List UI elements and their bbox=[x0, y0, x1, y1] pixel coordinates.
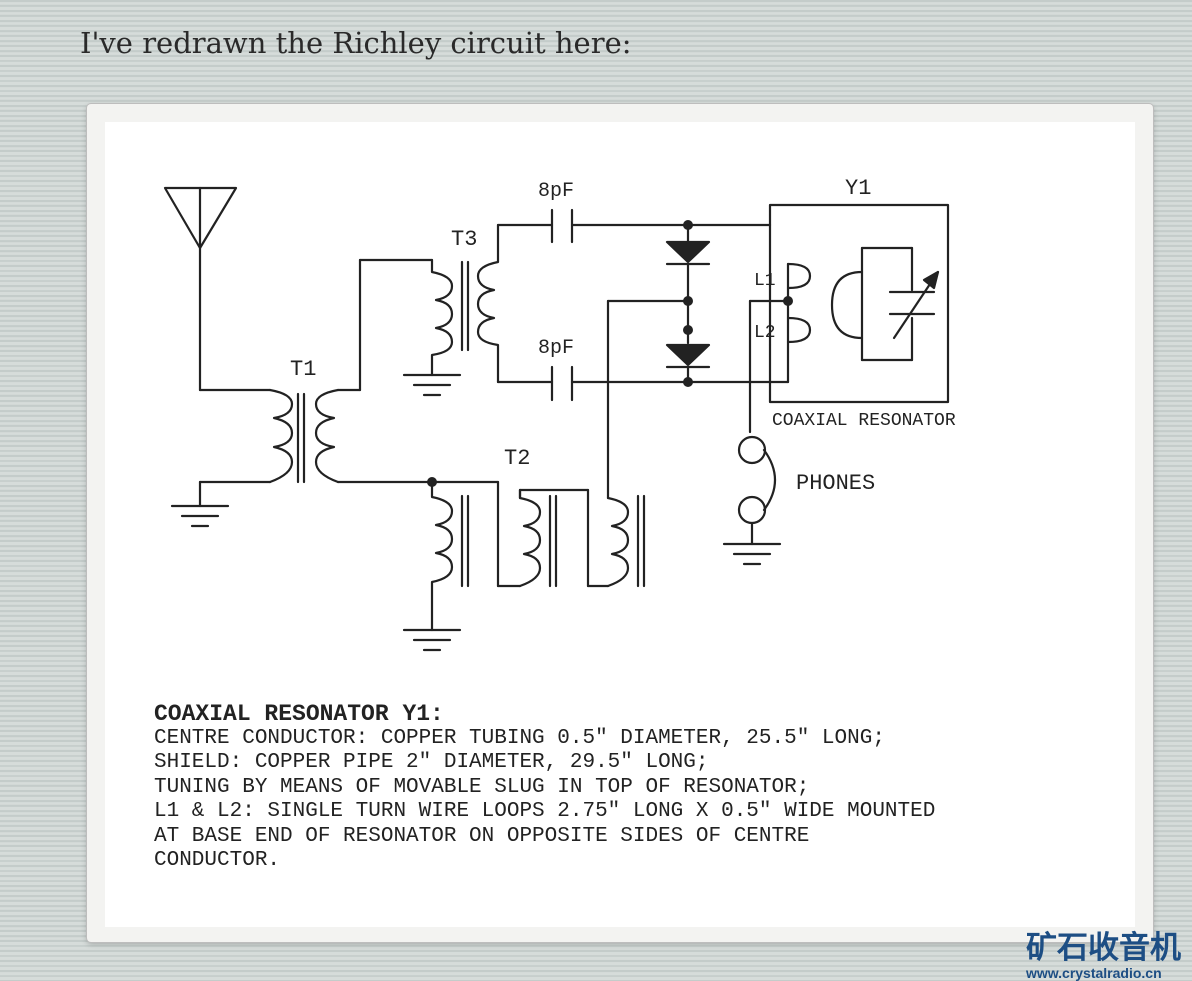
label-phones: PHONES bbox=[796, 471, 875, 496]
label-l2: L2 bbox=[754, 323, 776, 343]
capacitor-top bbox=[496, 208, 772, 244]
transformer-t2 bbox=[402, 480, 646, 652]
label-cap-top: 8pF bbox=[538, 180, 574, 203]
notes-line: CENTRE CONDUCTOR: COPPER TUBING 0.5" DIA… bbox=[154, 726, 885, 750]
notes-line: TUNING BY MEANS OF MOVABLE SLUG IN TOP O… bbox=[154, 775, 810, 799]
notes-line: AT BASE END OF RESONATOR ON OPPOSITE SID… bbox=[154, 824, 810, 848]
ground-symbol-left bbox=[170, 480, 272, 528]
site-watermark: 矿石收音机 www.crystalradio.cn bbox=[1026, 922, 1181, 981]
transformer-t1 bbox=[268, 258, 434, 484]
label-t3: T3 bbox=[451, 227, 477, 252]
notes-line: CONDUCTOR. bbox=[154, 849, 281, 872]
label-t1: T1 bbox=[290, 357, 316, 382]
watermark-name: 矿石收音机 bbox=[1026, 930, 1181, 966]
label-y1: Y1 bbox=[845, 176, 871, 201]
transformer-t3 bbox=[402, 223, 500, 397]
resonator-notes: COAXIAL RESONATOR Y1:CENTRE CONDUCTOR: C… bbox=[154, 702, 935, 874]
label-cap-bottom: 8pF bbox=[538, 337, 574, 360]
notes-line: L1 & L2: SINGLE TURN WIRE LOOPS 2.75" LO… bbox=[154, 800, 936, 823]
resonator-y1 bbox=[768, 203, 950, 404]
diode-lower bbox=[665, 343, 711, 384]
capacitor-bottom bbox=[496, 365, 790, 402]
notes-line: SHIELD: COPPER PIPE 2" DIAMETER, 29.5" L… bbox=[154, 751, 709, 774]
label-l1: L1 bbox=[754, 271, 776, 291]
label-t2: T2 bbox=[504, 446, 530, 471]
label-coaxial-resonator: COAXIAL RESONATOR bbox=[772, 411, 956, 431]
watermark-url: www.crystalradio.cn bbox=[1026, 965, 1162, 981]
antenna-symbol bbox=[163, 186, 272, 392]
intro-text: I've redrawn the Richley circuit here: bbox=[80, 26, 632, 60]
phones-symbol bbox=[722, 299, 790, 566]
junction-dots bbox=[427, 220, 793, 487]
notes-title: COAXIAL RESONATOR Y1: bbox=[154, 701, 444, 727]
